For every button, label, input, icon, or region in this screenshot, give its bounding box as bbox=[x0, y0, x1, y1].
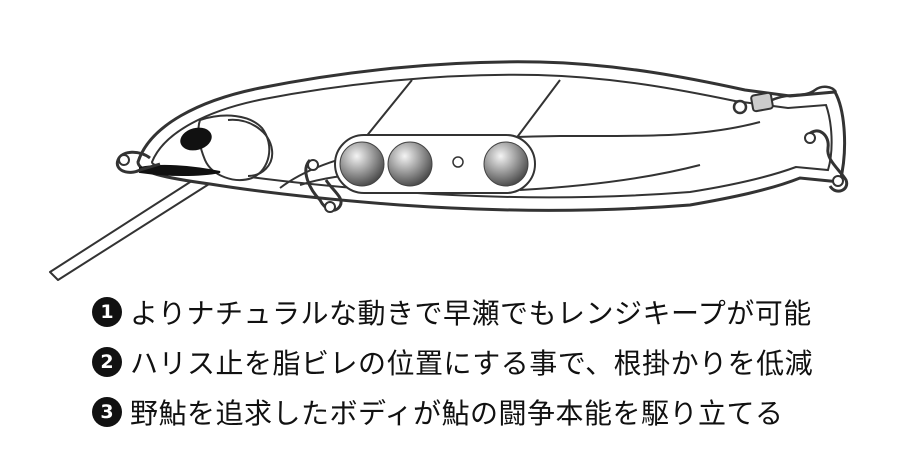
feature-text: ハリス止を脂ビレの位置にする事で、根掛かりを低減 bbox=[130, 347, 814, 380]
lure-cross-section-diagram bbox=[49, 60, 849, 281]
belly-hook-eye bbox=[304, 158, 343, 213]
weight-ball bbox=[483, 141, 529, 187]
feature-item-2: 2 ハリス止を脂ビレの位置にする事で、根掛かりを低減 bbox=[92, 338, 813, 386]
feature-item-1: 1 よりナチュラルな動きで早瀬でもレンジキープが可能 bbox=[92, 288, 813, 336]
tail-hook-eye bbox=[804, 129, 849, 193]
ball-chamber bbox=[334, 134, 536, 194]
lure-body-inner-outline bbox=[150, 73, 833, 199]
feature-list: 1 よりナチュラルな動きで早瀬でもレンジキープが可能 2 ハリス止を脂ビレの位置… bbox=[92, 288, 813, 438]
feature-item-3: 3 野鮎を追求したボディが鮎の闘争本能を駆り立てる bbox=[92, 388, 813, 436]
line-tie-eye bbox=[115, 150, 161, 174]
feature-text: 野鮎を追求したボディが鮎の闘争本能を駆り立てる bbox=[130, 397, 784, 430]
feature-text: よりナチュラルな動きで早瀬でもレンジキープが可能 bbox=[130, 297, 812, 330]
feature-number-badge: 3 bbox=[92, 397, 122, 427]
weight-channel bbox=[139, 164, 221, 176]
weight-ball bbox=[339, 141, 385, 187]
ball-chamber-hole bbox=[452, 156, 464, 168]
head-chamber-inner bbox=[227, 118, 274, 177]
weight-ball bbox=[387, 141, 433, 187]
feature-number-badge: 1 bbox=[92, 297, 122, 327]
feature-number-badge: 2 bbox=[92, 347, 122, 377]
harris-stopper bbox=[732, 85, 838, 115]
head-chamber bbox=[197, 114, 271, 181]
internal-rib bbox=[279, 79, 761, 189]
eye-weight bbox=[180, 127, 212, 151]
